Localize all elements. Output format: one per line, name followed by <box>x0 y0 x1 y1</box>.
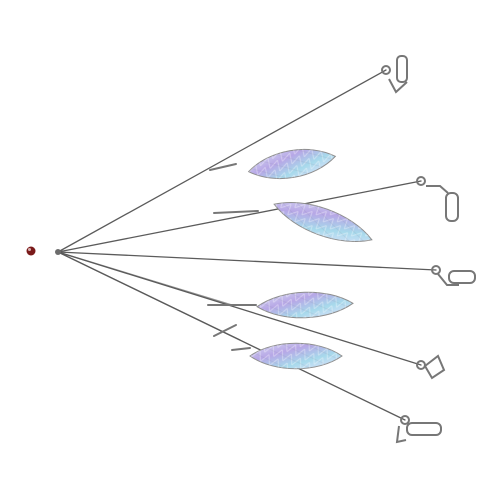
bead <box>26 246 36 256</box>
blade-2 <box>273 201 373 243</box>
snap-2 <box>416 176 459 222</box>
wire-arms <box>57 69 437 421</box>
blade-4 <box>249 342 343 370</box>
blade-3 <box>256 291 354 319</box>
blade-swivels <box>207 163 259 351</box>
center-joint <box>55 249 61 255</box>
blade-1 <box>247 149 337 179</box>
snap-1 <box>381 55 408 94</box>
snap-3 <box>431 265 476 286</box>
snap-4 <box>416 354 446 380</box>
snap-5 <box>395 415 442 444</box>
bead-highlight <box>28 248 31 251</box>
